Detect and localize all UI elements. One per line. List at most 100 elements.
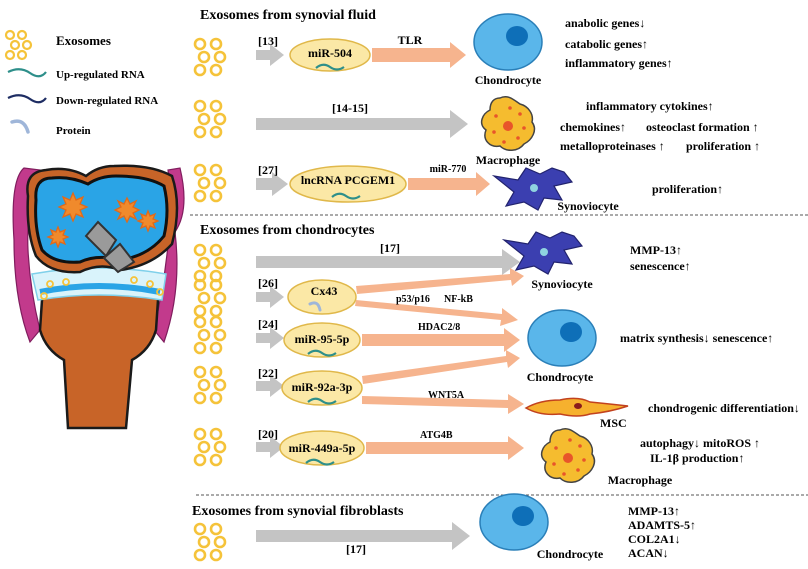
cell-label: MSC [600, 416, 627, 430]
bubble-mir-95-5p: miR-95-5p [295, 332, 350, 346]
section-title-synovial-fluid: Exosomes from synovial fluid [200, 8, 376, 23]
protein-icon [308, 301, 322, 312]
ref-20: [20] [258, 427, 278, 441]
synoviocyte-icon [503, 231, 583, 275]
orange-arrow [362, 394, 524, 414]
orange-arrow [366, 436, 524, 460]
cell-label: Chondrocyte [527, 370, 594, 384]
mirna-bubble [281, 370, 363, 406]
ref-26: [26] [258, 276, 278, 290]
effect: metalloproteinases ↑ [560, 139, 665, 153]
exosome-legend-icon [4, 29, 33, 61]
exosome-cluster [193, 99, 227, 139]
cx43-bubble [287, 279, 357, 315]
effect: proliferation↑ [652, 182, 723, 196]
mirna-bubble [289, 38, 371, 72]
legend-exosomes: Exosomes [56, 33, 111, 48]
lncrna-bubble [289, 165, 407, 203]
bubble-mir-92a-3p: miR-92a-3p [292, 380, 353, 394]
gray-arrow [256, 327, 284, 349]
effect: catabolic genes↑ [565, 37, 648, 51]
effect: ADAMTS-5↑ [628, 518, 696, 532]
orange-arrow [356, 268, 524, 294]
up-rna-icon [7, 68, 47, 78]
orange-arrow [362, 350, 520, 384]
ref-27: [27] [258, 163, 278, 177]
effect: MMP-13↑ [628, 504, 680, 518]
effect: matrix synthesis↓ senescence↑ [620, 331, 773, 345]
exosome-cluster [193, 163, 227, 203]
section-title-fibroblasts: Exosomes from synovial fibroblasts [192, 504, 404, 519]
exosome-cluster [193, 278, 227, 318]
chondrocyte-icon [473, 13, 543, 71]
bubble-mir-504: miR-504 [308, 46, 352, 60]
cell-label: Synoviocyte [557, 199, 619, 213]
label-nf-kb: NF-kB [444, 294, 473, 305]
effect: inflammatory cytokines↑ [586, 99, 714, 113]
ref-17: [17] [346, 542, 366, 556]
exosome-cluster [193, 315, 227, 355]
chondrocyte-icon [479, 493, 549, 551]
gray-arrow [256, 110, 468, 138]
exosome-cluster [193, 427, 227, 467]
orange-arrow [372, 42, 466, 68]
protein-icon [10, 119, 30, 134]
effect: osteoclast formation ↑ [646, 120, 759, 134]
legend-up-rna: Up-regulated RNA [56, 69, 145, 81]
gray-arrow [256, 436, 284, 458]
chondrocyte-icon [527, 309, 597, 367]
ref-17: [17] [380, 241, 400, 255]
label-mir-770: miR-770 [430, 164, 467, 175]
mirna-bubble [283, 322, 361, 358]
label-p53-p16: p53/p16 [396, 294, 430, 305]
effect: IL-1β production↑ [650, 451, 744, 465]
exosome-cluster [193, 37, 227, 77]
effect: ACAN↓ [628, 546, 669, 560]
section-title-chondrocytes: Exosomes from chondrocytes [200, 223, 375, 238]
effect: inflammatory genes↑ [565, 56, 673, 70]
mirna-bubble [279, 430, 365, 466]
macrophage-icon [480, 95, 536, 152]
label-tlr: TLR [398, 33, 423, 47]
effect: chemokines↑ [560, 120, 626, 134]
gray-arrow [256, 522, 470, 550]
orange-arrow [408, 172, 490, 196]
label-hdac2-8: HDAC2/8 [418, 322, 460, 333]
cell-label: Macrophage [608, 473, 673, 487]
gray-arrow [256, 249, 520, 275]
down-rna-icon [7, 94, 47, 104]
orange-arrow [355, 300, 518, 326]
orange-arrow [362, 328, 520, 352]
exosome-cluster [193, 365, 227, 405]
exosome-cluster [193, 522, 227, 562]
legend-protein: Protein [56, 125, 91, 137]
gray-arrow [256, 44, 284, 66]
gray-arrow [256, 375, 284, 397]
effect: chondrogenic differentiation↓ [648, 401, 800, 415]
bubble-cx43: Cx43 [311, 284, 338, 298]
cell-label: Macrophage [476, 153, 541, 167]
effect: anabolic genes↓ [565, 16, 645, 30]
effect: COL2A1↓ [628, 532, 681, 546]
label-wnt5a: WNT5A [428, 390, 465, 401]
gray-arrow [256, 286, 284, 308]
ref-13: [13] [258, 34, 278, 48]
legend-down-rna: Down-regulated RNA [56, 95, 158, 107]
joint-illustration [12, 164, 185, 430]
msc-nucleus [574, 403, 582, 409]
effect: MMP-13↑ [630, 243, 682, 257]
label-atg4b: ATG4B [420, 430, 453, 441]
gray-arrow [256, 172, 288, 196]
legend: Exosomes Up-regulated RNA Down-regulated… [4, 29, 158, 137]
effect: proliferation ↑ [686, 139, 760, 153]
ref-14-15: [14-15] [332, 101, 368, 115]
effect: senescence↑ [630, 259, 691, 273]
ref-24: [24] [258, 317, 278, 331]
cell-label: Chondrocyte [475, 73, 542, 87]
bubble-mir-449a-5p: miR-449a-5p [289, 441, 356, 455]
effect: autophagy↓ mitoROS ↑ [640, 436, 760, 450]
cell-label: Chondrocyte [537, 547, 604, 561]
cell-label: Synoviocyte [531, 277, 593, 291]
ref-22: [22] [258, 366, 278, 380]
